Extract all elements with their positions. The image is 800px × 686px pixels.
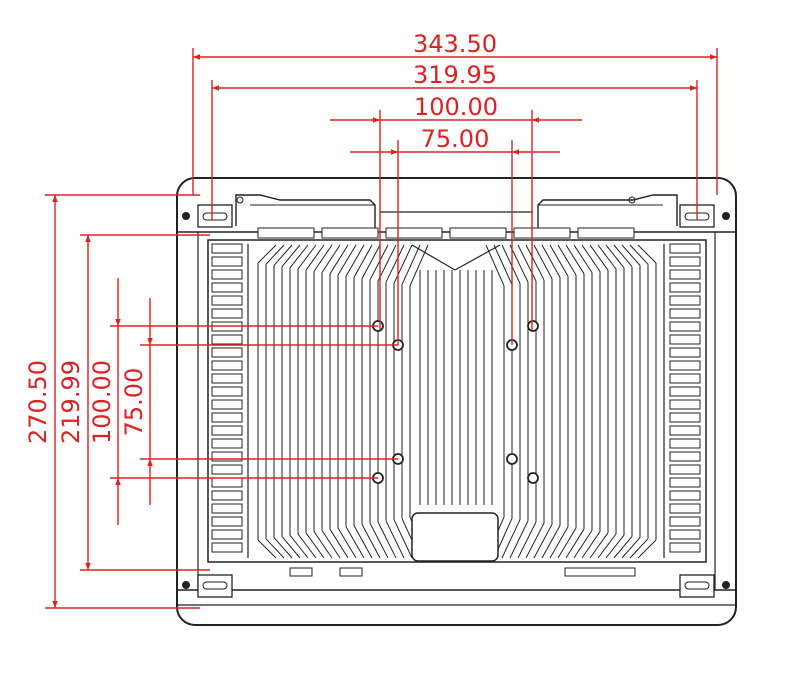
dim-overall-height: 270.50 xyxy=(24,360,52,444)
top-connectors xyxy=(257,227,635,239)
heatsink-side-fins-left xyxy=(211,243,249,558)
dim-inner-height: 219.99 xyxy=(57,360,85,444)
heatsink-fin-field xyxy=(257,244,657,559)
label-recess xyxy=(411,512,499,562)
corner-slot-bottom-left xyxy=(182,574,233,598)
bottom-connectors xyxy=(289,567,636,577)
dim-vesa-height-large: 100.00 xyxy=(88,360,116,444)
vesa-hole xyxy=(527,472,539,484)
dim-slot-width: 319.95 xyxy=(413,61,497,89)
heatsink-side-fins-right xyxy=(663,243,701,558)
dimensions xyxy=(45,48,718,609)
dim-overall-width: 343.50 xyxy=(413,30,497,58)
dim-vesa-width-large: 100.00 xyxy=(414,93,498,121)
dim-vesa-width-small: 75.00 xyxy=(421,125,490,153)
corner-slot-top-left xyxy=(182,204,233,228)
corner-slot-bottom-right xyxy=(679,574,730,598)
dim-vesa-height-small: 75.00 xyxy=(120,368,148,437)
heatsink xyxy=(207,239,707,563)
vesa-hole xyxy=(527,320,539,332)
device-body xyxy=(176,177,737,626)
vesa-hole xyxy=(506,453,518,465)
